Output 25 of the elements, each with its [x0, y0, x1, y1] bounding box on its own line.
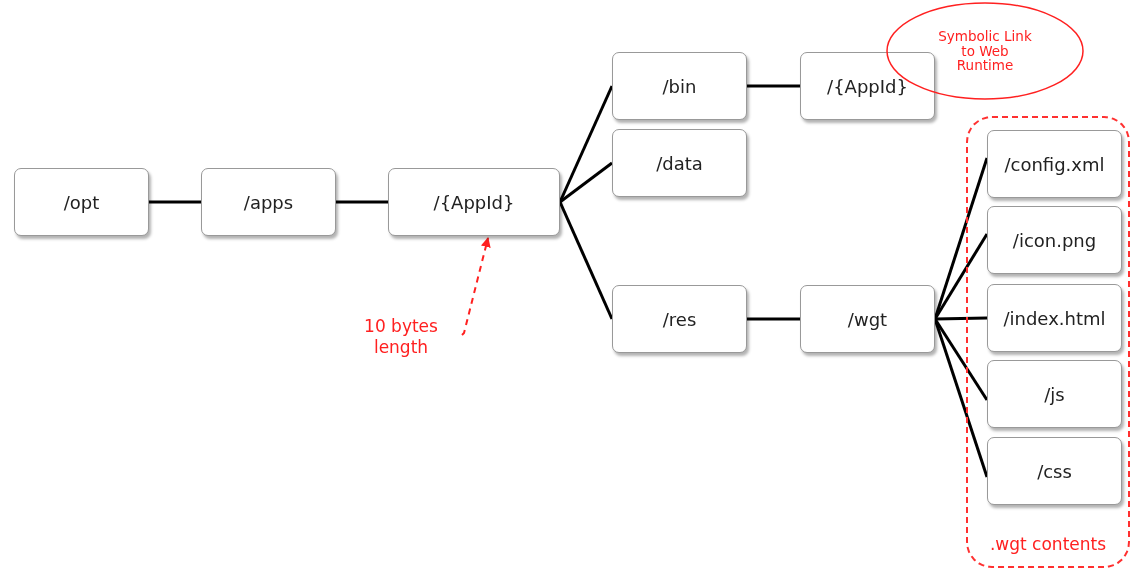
folder-box: /apps — [201, 168, 336, 236]
connector-line — [559, 161, 613, 204]
folder-box: /icon.png — [987, 206, 1122, 274]
connector-line — [747, 317, 800, 321]
folder-box: /data — [612, 129, 747, 197]
group-label: .wgt contents — [989, 534, 1107, 554]
folder-box: /wgt — [800, 285, 935, 353]
folder-box: /{AppId} — [388, 168, 560, 236]
folder-box: /css — [987, 437, 1122, 505]
folder-box: /res — [612, 285, 747, 353]
folder-box: /bin — [612, 52, 747, 120]
dashed-group-frame — [966, 116, 1130, 568]
annotation-text: 10 bytes length — [363, 315, 439, 359]
arrow — [461, 237, 491, 336]
folder-box: /js — [987, 360, 1122, 428]
connector-line — [558, 85, 614, 203]
folder-box: /{AppId} — [800, 52, 935, 120]
connector-line — [934, 316, 988, 321]
connector-line — [558, 201, 614, 320]
connector-line — [336, 200, 388, 204]
connector-line — [149, 200, 201, 204]
folder-box: /index.html — [987, 284, 1122, 352]
folder-box: /opt — [14, 168, 149, 236]
connector-line — [747, 84, 800, 88]
folder-box: /config.xml — [987, 130, 1122, 198]
